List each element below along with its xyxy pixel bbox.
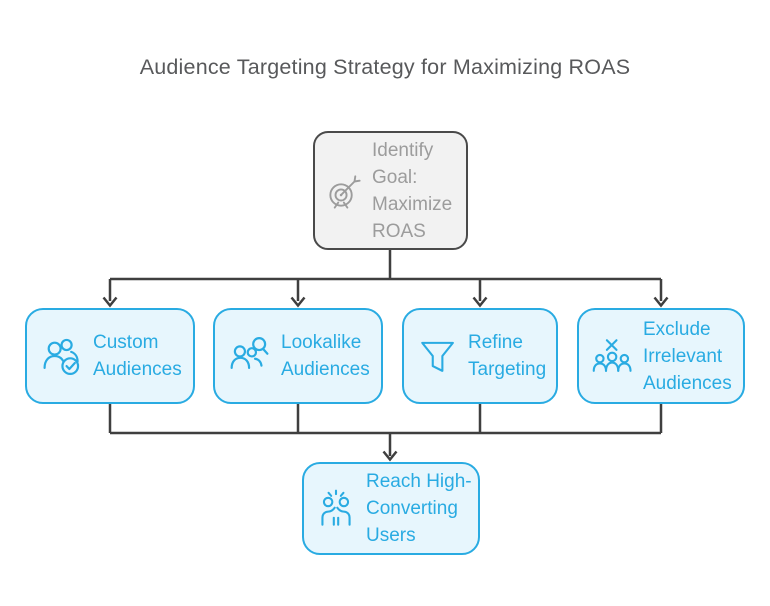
node-label: Custom Audiences — [93, 332, 182, 380]
bottom-merge-lines — [108, 404, 663, 456]
node-label: Refine Targeting — [468, 332, 547, 380]
top-branch-lines — [108, 250, 663, 301]
node-label: Exclude Irrelevant Audiences — [643, 318, 732, 394]
arrowhead-icon — [472, 296, 488, 308]
arrowhead-icon — [290, 296, 306, 308]
node-label: Identify Goal: Maximize ROAS — [372, 139, 453, 242]
node-label: Lookalike Audiences — [281, 332, 370, 380]
arrowhead-icon — [102, 296, 118, 308]
users-check-icon — [40, 334, 84, 378]
node-refine-targeting: Refine Targeting — [402, 308, 558, 404]
users-search-icon — [228, 334, 272, 378]
funnel-icon — [417, 335, 459, 377]
target-arrow-icon — [326, 172, 364, 210]
node-lookalike-audiences: Lookalike Audiences — [213, 308, 383, 404]
node-label: Reach High- Converting Users — [366, 471, 472, 546]
arrowhead-icon — [653, 296, 669, 308]
users-x-icon — [592, 335, 634, 377]
node-identify-goal: Identify Goal: Maximize ROAS — [313, 131, 468, 250]
arrowhead-icon — [382, 450, 398, 462]
node-custom-audiences: Custom Audiences — [25, 308, 195, 404]
users-celebrate-icon — [315, 488, 357, 530]
node-reach-high-converting-users: Reach High- Converting Users — [302, 462, 480, 555]
diagram-title: Audience Targeting Strategy for Maximizi… — [139, 55, 631, 79]
node-exclude-irrelevant-audiences: Exclude Irrelevant Audiences — [577, 308, 745, 404]
